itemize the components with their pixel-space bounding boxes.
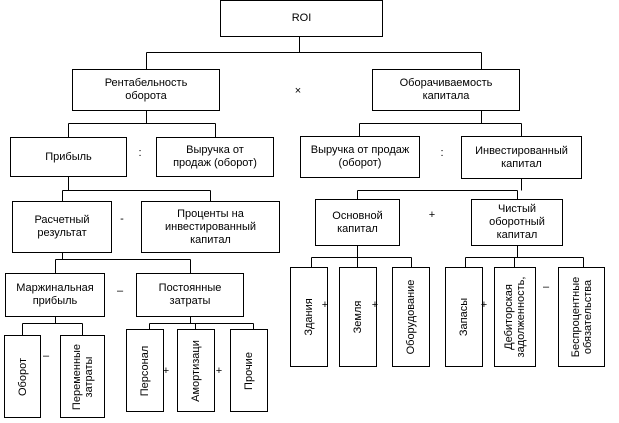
plus-operator-l3: + bbox=[428, 209, 436, 221]
roi-label: ROI bbox=[291, 12, 312, 24]
fixed-capital-label: Основной капитал bbox=[332, 209, 383, 235]
inventory-label: Запасы bbox=[458, 297, 470, 337]
plus-operator-leaf6: + bbox=[480, 299, 488, 311]
fixed-costs-label: Постоянные затраты bbox=[158, 282, 222, 307]
variable-costs-label: Переменные затраты bbox=[70, 343, 95, 410]
other-costs-label: Прочие bbox=[243, 351, 255, 390]
marginal-profit-node: Маржинальная прибыль bbox=[5, 273, 105, 317]
fixed-capital-node: Основной капитал bbox=[315, 199, 400, 246]
amortization-node: Амортизаци bbox=[177, 329, 215, 412]
invested-capital-node: Инвестированный капитал bbox=[461, 136, 582, 179]
net-working-capital-label: Чистый оборотный капитал bbox=[489, 203, 545, 241]
buildings-node: Здания bbox=[290, 267, 328, 367]
multiply-operator: × bbox=[294, 85, 302, 97]
minus-operator-l4: – bbox=[116, 285, 124, 297]
marginal-profit-label: Маржинальная прибыль bbox=[16, 282, 94, 307]
revenue-right-node: Выручка от продаж (оборот) bbox=[300, 136, 420, 178]
calc-result-node: Расчетный результат bbox=[12, 201, 112, 253]
buildings-label: Здания bbox=[303, 298, 315, 336]
equipment-node: Оборудование bbox=[392, 267, 430, 367]
sales-profitability-node: Рентабельность оборота bbox=[72, 69, 220, 111]
inventory-node: Запасы bbox=[445, 267, 483, 367]
roi-node: ROI bbox=[220, 0, 383, 37]
plus-operator-leaf4: + bbox=[321, 299, 329, 311]
variable-costs-node: Переменные затраты bbox=[60, 335, 105, 418]
plus-operator-leaf5: + bbox=[371, 299, 379, 311]
interest-label: Проценты на инвестированный капитал bbox=[164, 207, 256, 246]
sales-profitability-label: Рентабельность оборота bbox=[104, 77, 188, 102]
divide-operator-left: : bbox=[138, 147, 142, 159]
personnel-node: Персонал bbox=[126, 329, 164, 412]
revenue-right-label: Выручка от продаж (оборот) bbox=[310, 144, 410, 169]
interest-free-liabilities-node: Беспроцентные обязательства bbox=[558, 267, 605, 367]
receivables-node: Дебиторская задолженность, bbox=[494, 267, 536, 367]
personnel-label: Персонал bbox=[139, 345, 151, 396]
land-label: Земля bbox=[352, 300, 364, 334]
revenue-left-label: Выручка от продаж (оборот) bbox=[173, 144, 257, 169]
amortization-label: Амортизаци bbox=[190, 339, 202, 402]
profit-node: Прибыль bbox=[10, 137, 127, 177]
equipment-label: Оборудование bbox=[405, 279, 417, 355]
turnover-node: Оборот bbox=[4, 335, 41, 418]
capital-turnover-label: Оборачиваемость капитала bbox=[399, 77, 493, 102]
minus-operator-l3: - bbox=[120, 213, 124, 225]
plus-operator-leaf3: + bbox=[215, 365, 223, 377]
invested-capital-label: Инвестированный капитал bbox=[475, 144, 568, 170]
calc-result-label: Расчетный результат bbox=[34, 214, 90, 239]
net-working-capital-node: Чистый оборотный капитал bbox=[471, 199, 563, 246]
land-node: Земля bbox=[339, 267, 377, 367]
other-costs-node: Прочие bbox=[230, 329, 268, 412]
turnover-label: Оборот bbox=[16, 357, 29, 396]
interest-node: Проценты на инвестированный капитал bbox=[141, 201, 280, 253]
plus-operator-leaf2: + bbox=[162, 365, 170, 377]
capital-turnover-node: Оборачиваемость капитала bbox=[372, 69, 520, 111]
minus-operator-leaf1: – bbox=[42, 350, 50, 362]
revenue-left-node: Выручка от продаж (оборот) bbox=[156, 137, 274, 177]
interest-free-liabilities-label: Беспроцентные обязательства bbox=[569, 276, 594, 358]
profit-label: Прибыль bbox=[45, 150, 92, 163]
minus-operator-leaf7: – bbox=[542, 281, 550, 293]
divide-operator-right: : bbox=[440, 147, 444, 159]
fixed-costs-node: Постоянные затраты bbox=[136, 273, 244, 317]
receivables-label: Дебиторская задолженность, bbox=[503, 276, 527, 358]
